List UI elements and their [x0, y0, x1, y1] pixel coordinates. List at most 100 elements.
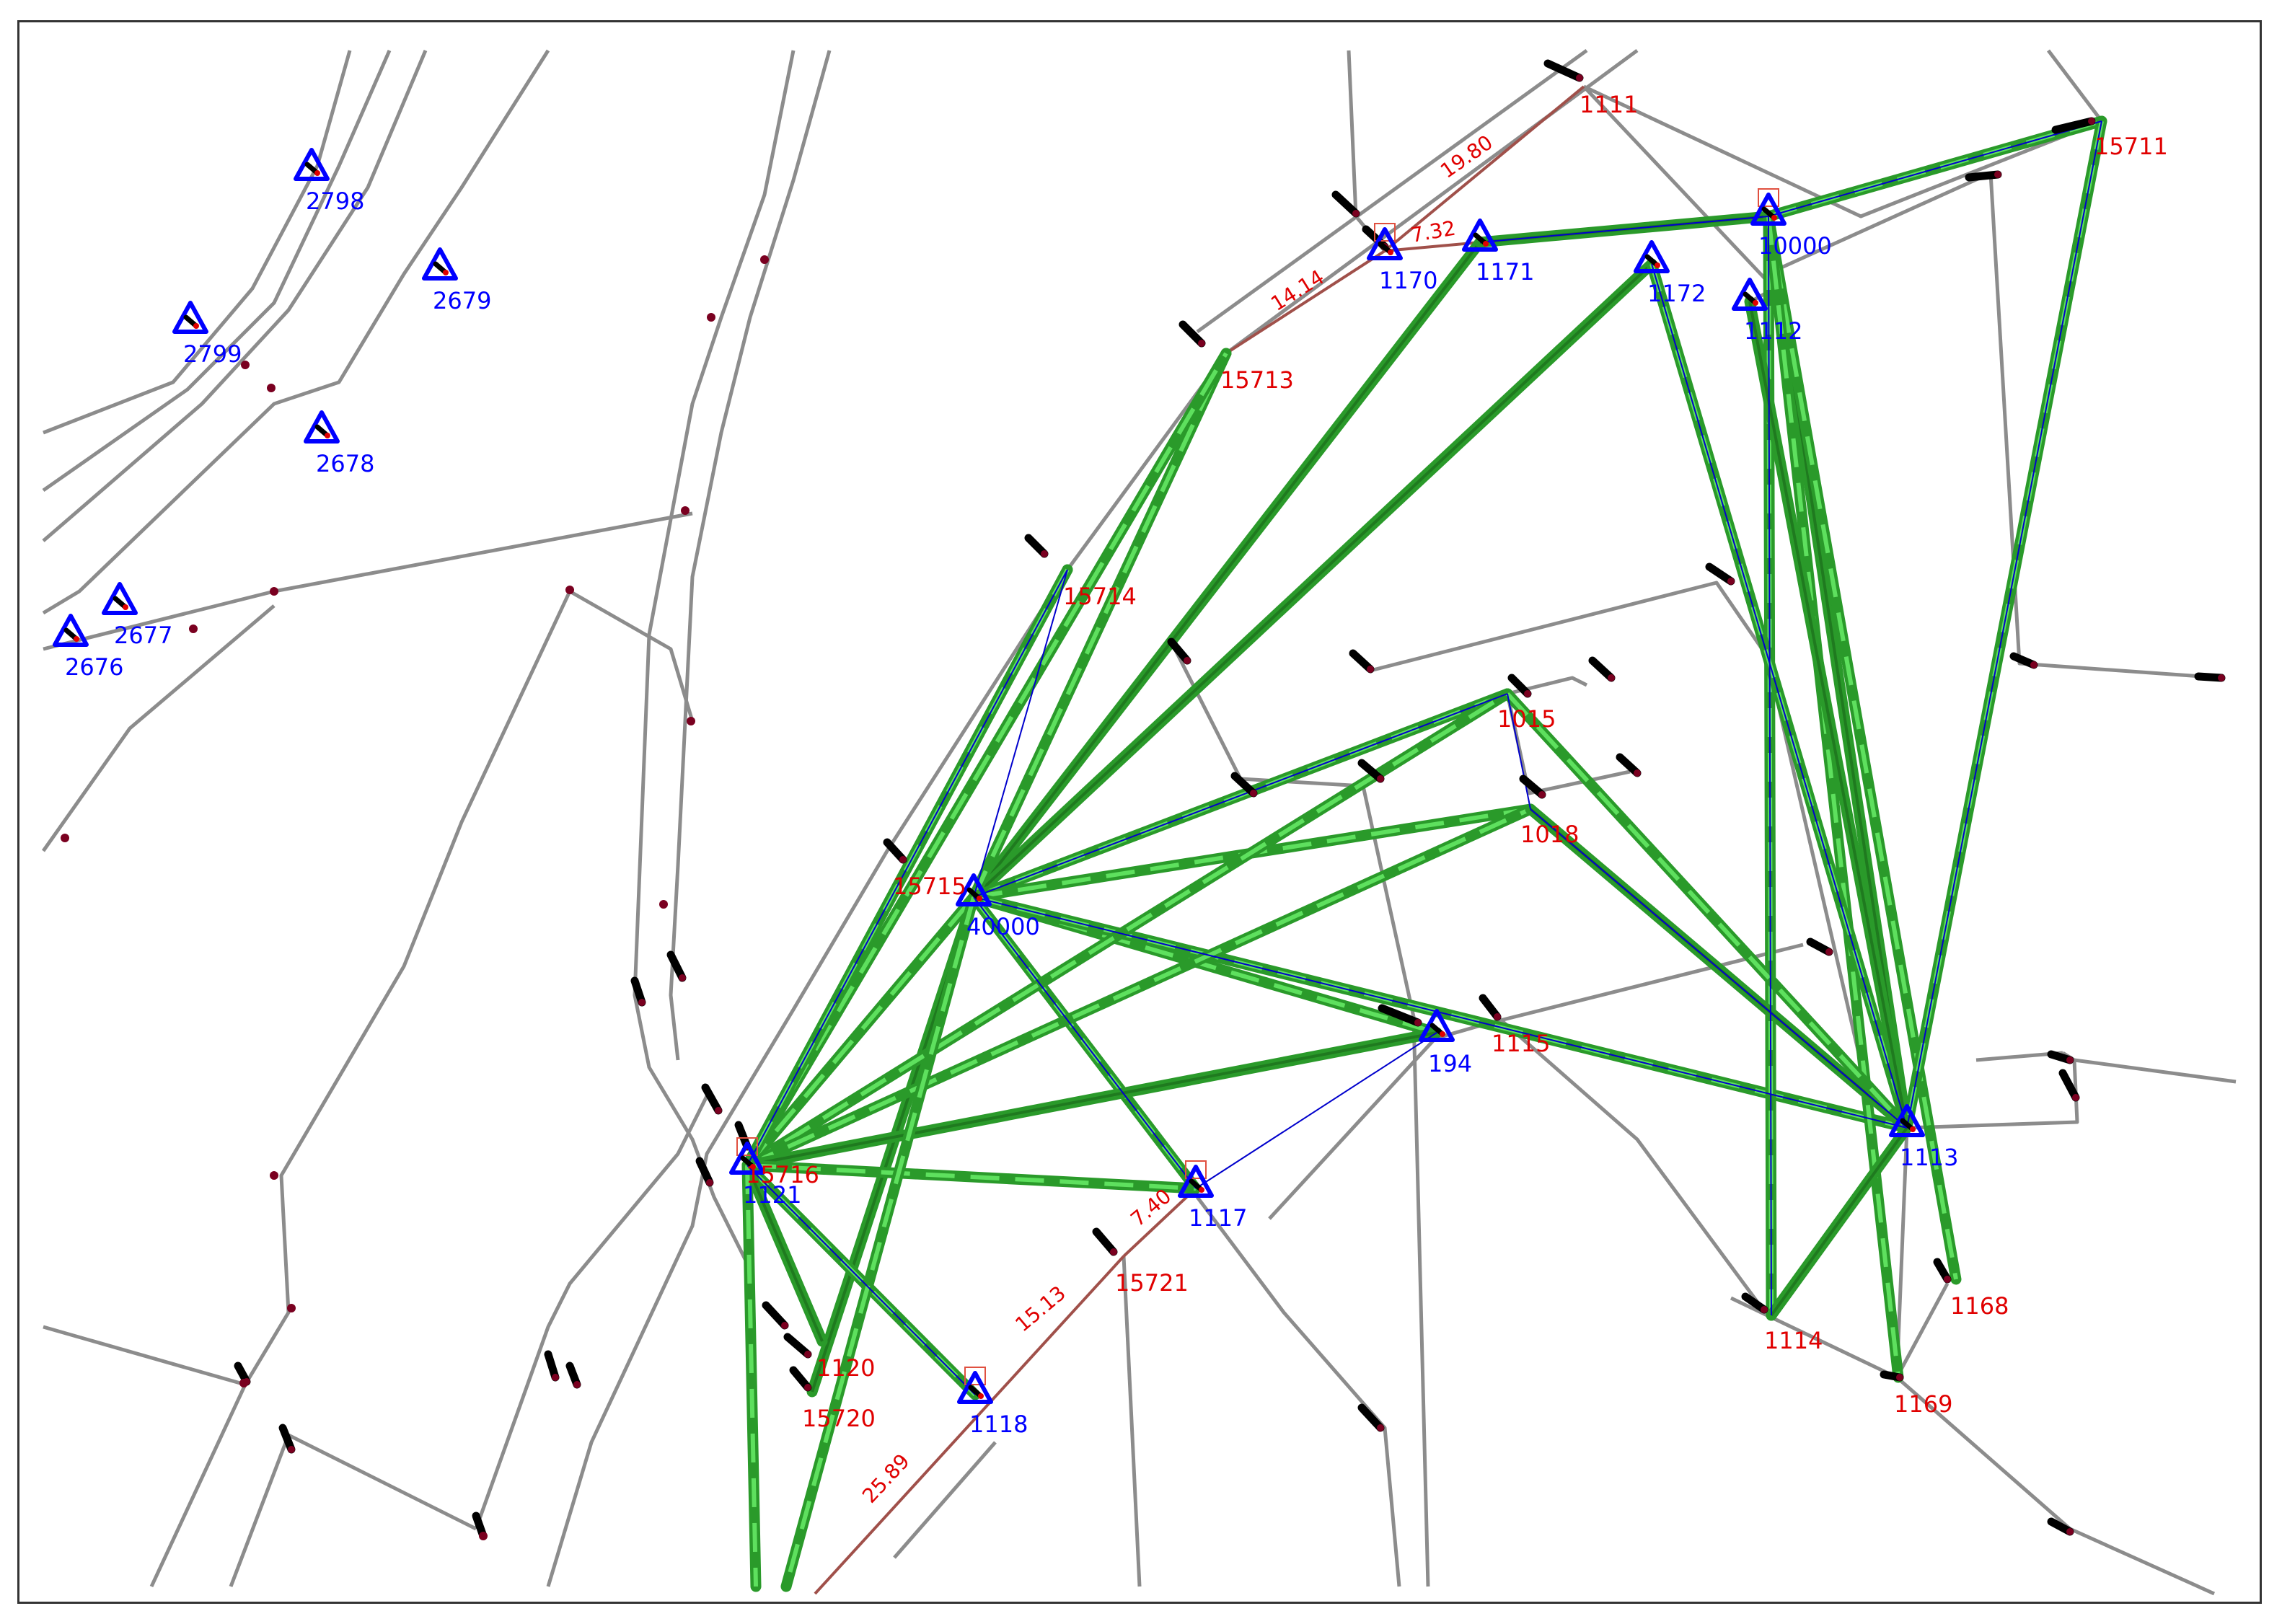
station-dot	[978, 1393, 984, 1399]
road-13	[546, 48, 1639, 1587]
station-2799	[172, 301, 208, 334]
station-box-1118	[964, 1367, 986, 1385]
direction-arrow-end-24	[1944, 1276, 1951, 1283]
node-label-15711: 15711	[2094, 133, 2168, 160]
direction-arrow-end-27	[2066, 1528, 2074, 1535]
brown-segment-4	[1122, 1187, 1197, 1258]
brown-segment-1	[1383, 85, 1585, 252]
station-dot	[1388, 250, 1393, 255]
direction-arrow-end-20	[1414, 1019, 1422, 1026]
station-label-1113: 1113	[1900, 1144, 1958, 1171]
station-label-2798: 2798	[306, 187, 364, 215]
station-label-1172: 1172	[1647, 280, 1706, 307]
direction-arrow-23	[2058, 1069, 2080, 1102]
road-node-12	[287, 1304, 296, 1312]
direction-arrow-end-42	[573, 1381, 581, 1388]
node-label-1115: 1115	[1492, 1030, 1550, 1057]
direction-arrow-end-26	[1896, 1374, 1903, 1381]
direction-arrow-end-13	[1538, 791, 1546, 798]
blue-connector-11	[1768, 216, 1772, 1316]
node-label-15720: 15720	[802, 1405, 876, 1432]
station-label-1121: 1121	[743, 1181, 801, 1209]
distance-label-d5: 15.13	[1010, 1281, 1070, 1337]
node-label-1015: 1015	[1497, 705, 1556, 733]
direction-arrow-end-34	[706, 1179, 713, 1186]
station-triangle-icon	[1750, 193, 1787, 226]
direction-arrow-12	[1507, 674, 1532, 698]
station-label-1112: 1112	[1744, 317, 1802, 345]
direction-arrow-8	[1167, 637, 1191, 665]
road-30	[1122, 1255, 1142, 1587]
station-label-1117: 1117	[1189, 1204, 1247, 1232]
link-29-dash	[1505, 692, 1909, 1130]
direction-arrow-end-16	[1727, 578, 1735, 585]
station-dot	[74, 636, 79, 642]
station-box-1121	[736, 1137, 758, 1156]
brown-segment-2	[1384, 241, 1481, 252]
direction-arrow-20	[1378, 1004, 1422, 1027]
direction-arrow-end-32	[804, 1384, 811, 1391]
node-label-1168: 1168	[1950, 1292, 2009, 1320]
direction-arrow-end-23	[2072, 1094, 2079, 1101]
station-40000	[956, 873, 992, 906]
blue-connector-5	[973, 896, 1908, 1129]
road-28	[1730, 1296, 2216, 1596]
station-triangle-icon	[53, 614, 89, 647]
direction-arrow-end-30	[781, 1322, 788, 1329]
road-node-4	[681, 506, 690, 515]
station-label-2677: 2677	[114, 622, 172, 649]
road-7	[41, 604, 276, 852]
direction-arrow-end-7	[899, 856, 907, 863]
direction-arrow-41	[544, 1350, 560, 1382]
station-1121	[729, 1137, 765, 1175]
direction-arrow-end-2	[1576, 74, 1583, 81]
road-17	[1370, 581, 1877, 1126]
station-triangle-icon	[1889, 1104, 1925, 1137]
direction-arrow-6	[1024, 534, 1049, 558]
direction-arrow-15	[1616, 753, 1642, 777]
blue-connector-13	[746, 1165, 976, 1395]
direction-arrow-end-3	[1994, 171, 2001, 178]
node-label-1114: 1114	[1764, 1327, 1823, 1354]
blue-connectors	[746, 120, 2102, 1395]
direction-arrow-25	[1741, 1292, 1768, 1314]
station-dot	[1910, 1126, 1916, 1132]
road-21	[1582, 85, 1776, 305]
station-label-10000: 10000	[1758, 232, 1832, 260]
distance-label-d6: 25.89	[858, 1449, 915, 1508]
direction-arrow-17	[2009, 652, 2038, 669]
node-label-15721: 15721	[1115, 1269, 1189, 1297]
station-triangle-icon	[1634, 240, 1670, 273]
node-label-15713: 15713	[1220, 366, 1294, 394]
station-10000	[1750, 188, 1787, 226]
station-dot	[750, 1164, 756, 1170]
station-dot	[443, 270, 449, 275]
node-label-15715: 15715	[893, 873, 966, 900]
station-dot	[1440, 1031, 1445, 1037]
station-triangle-icon	[956, 873, 992, 906]
station-triangle-icon	[172, 301, 208, 334]
station-dot	[1655, 262, 1660, 268]
road-15	[474, 1095, 709, 1530]
direction-arrow-39	[278, 1424, 296, 1454]
direction-arrow-end-6	[1041, 550, 1048, 557]
direction-arrow-31	[783, 1333, 812, 1359]
blue-connector-0	[973, 896, 1197, 1189]
road-11	[229, 1433, 477, 1587]
link-30-core	[1770, 1126, 1908, 1317]
road-18	[1268, 943, 1804, 1220]
road-node-10	[687, 717, 695, 725]
distance-label-d2: 7.32	[1409, 216, 1457, 247]
direction-arrow-end-33	[715, 1107, 722, 1114]
road-node-11	[270, 1171, 278, 1180]
direction-arrow-13	[1519, 775, 1546, 799]
blue-connector-4	[973, 693, 1508, 898]
road-8	[568, 589, 695, 722]
blue-connector-3	[746, 569, 1068, 1166]
station-1172	[1634, 240, 1670, 273]
station-triangle-icon	[1367, 227, 1403, 260]
road-network	[41, 48, 2237, 1596]
station-triangle-icon	[729, 1142, 765, 1175]
direction-arrow-end-15	[1634, 769, 1641, 777]
station-triangle-icon	[102, 582, 138, 615]
